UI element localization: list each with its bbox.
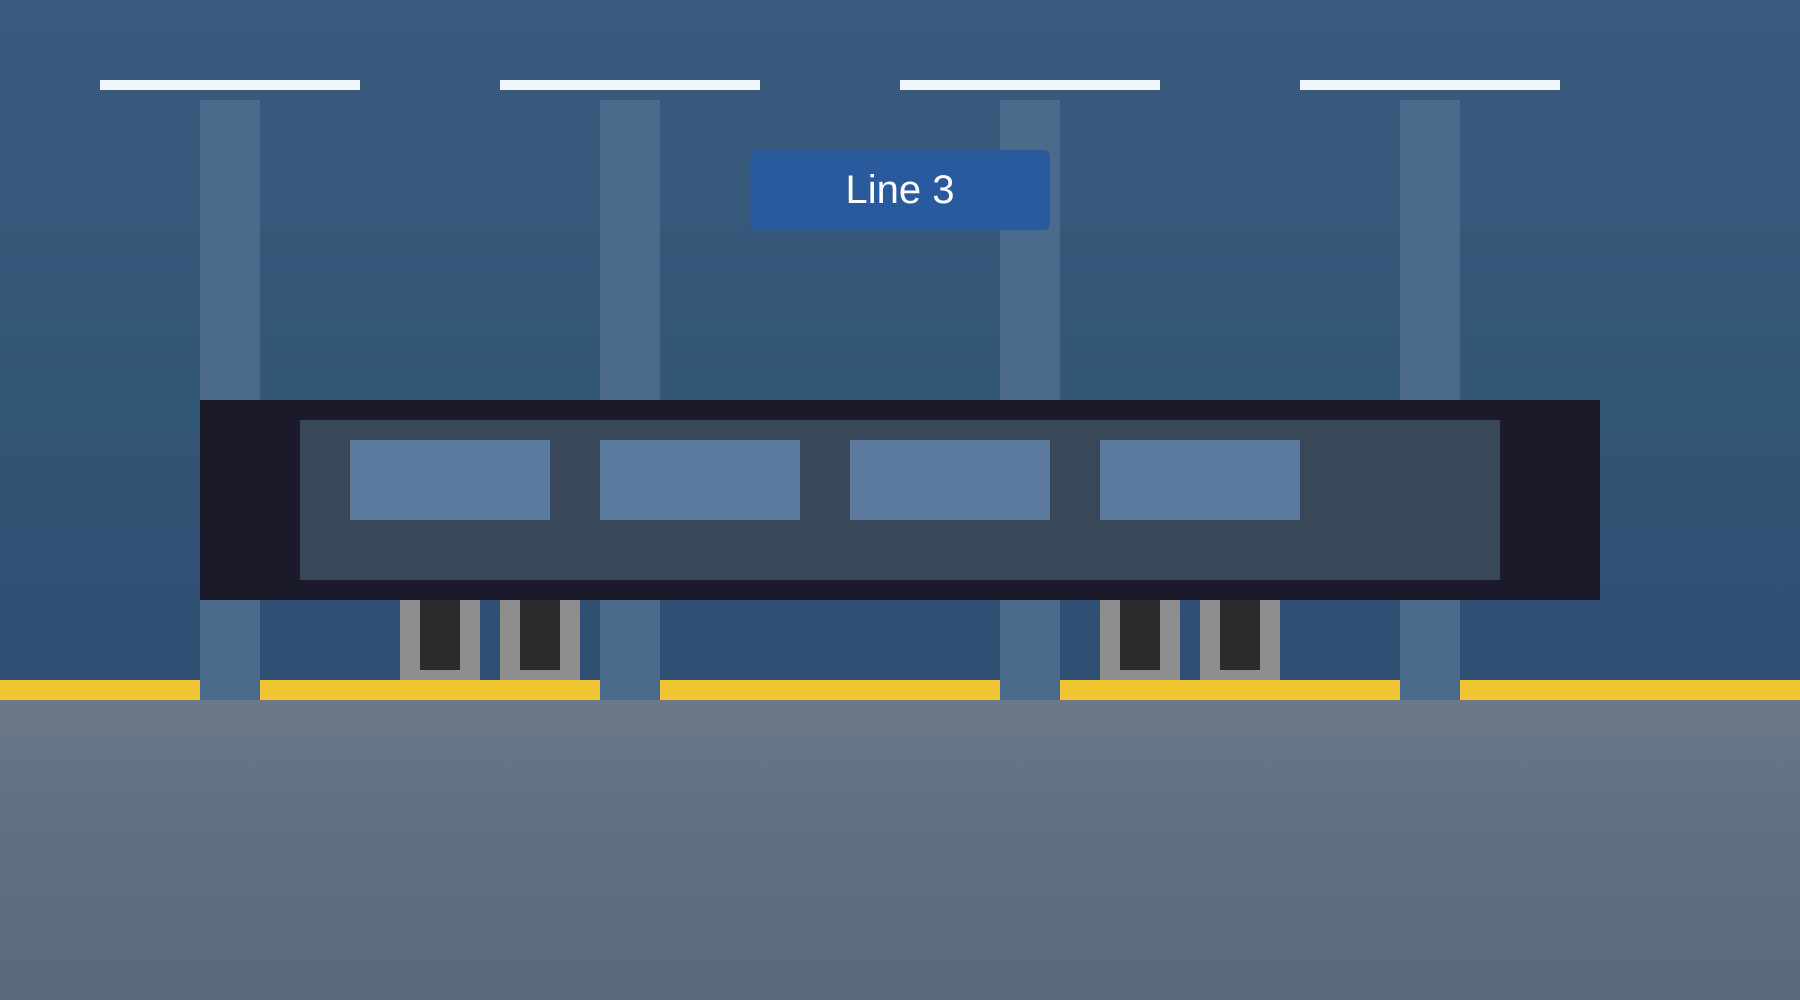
train-bogie [400,600,480,680]
pillar-base [200,600,260,700]
pillar-base [1400,600,1460,700]
line-sign-label: Line 3 [845,167,955,212]
train-bogie [1200,600,1280,680]
train-bogie [500,600,580,680]
train-window [850,440,1050,520]
bogie-wheel [420,600,460,670]
bogie-wheel [520,600,560,670]
pillar-base [600,600,660,700]
train-body [300,420,1500,580]
train [200,400,1600,600]
pillar-base [1000,600,1060,700]
train-window [1100,440,1300,520]
ceiling-light [100,80,360,90]
ceiling-light [900,80,1160,90]
line-sign: Line 3 [750,150,1050,230]
train-window [350,440,550,520]
bogie-wheel [1120,600,1160,670]
train-window [600,440,800,520]
bogie-wheel [1220,600,1260,670]
platform-edge-stripe [0,680,1800,700]
train-bogie [1100,600,1180,680]
ceiling-light [500,80,760,90]
ceiling-light [1300,80,1560,90]
platform-floor [0,700,1800,1000]
